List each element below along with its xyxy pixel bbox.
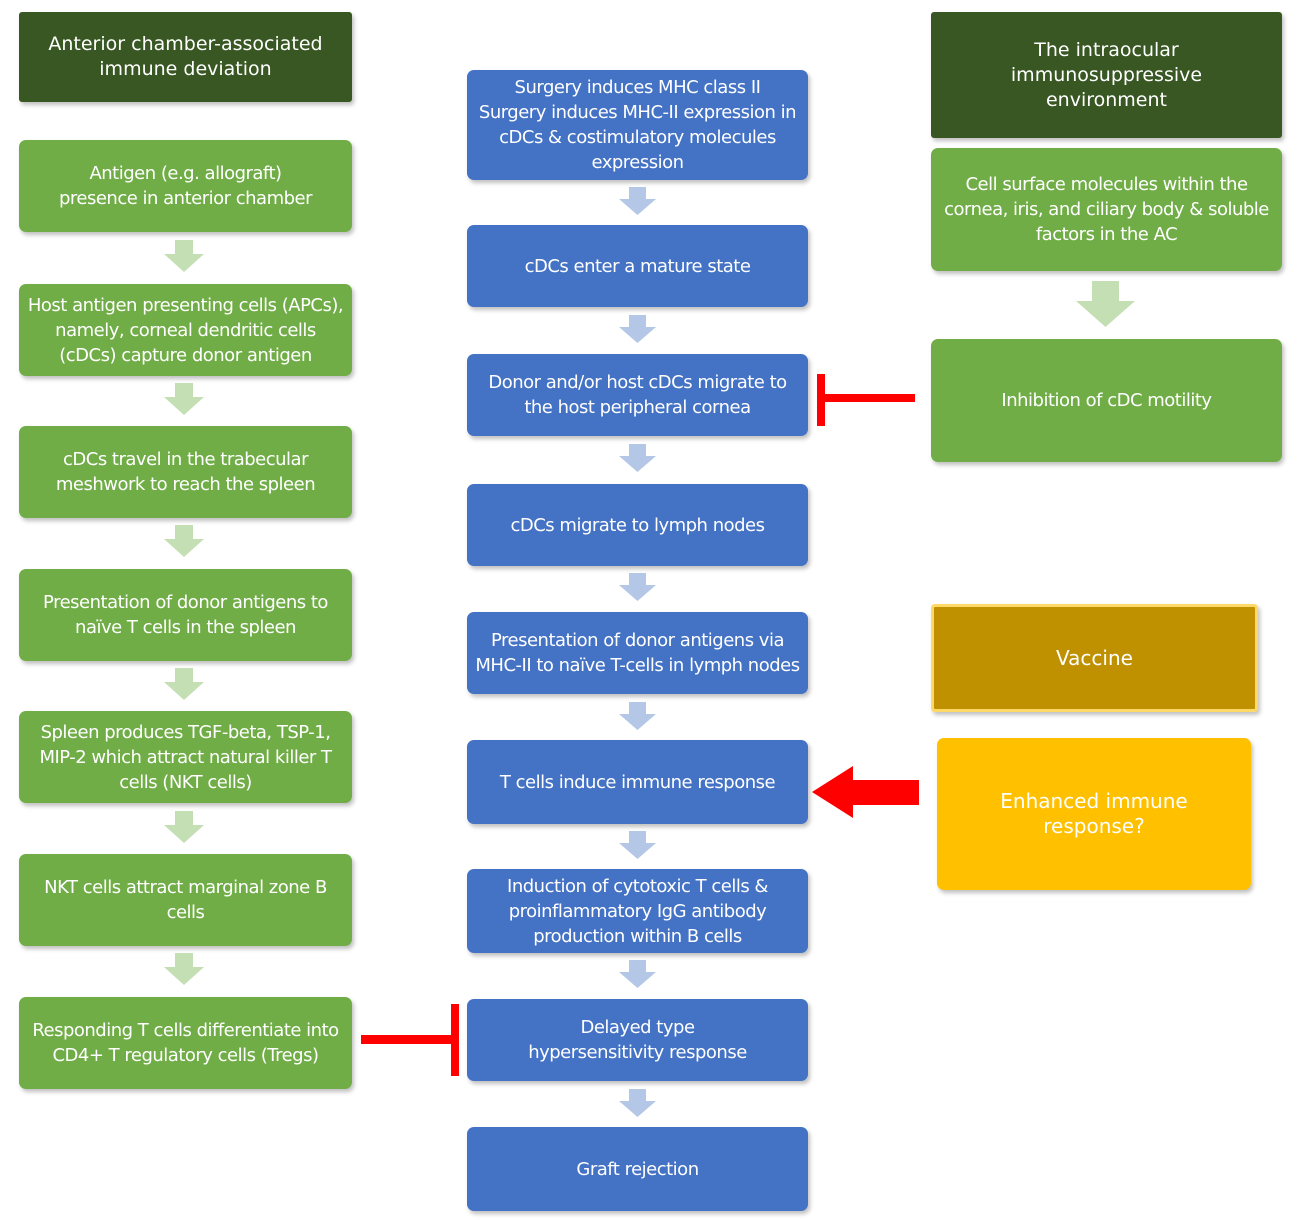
down-arrow <box>164 383 204 415</box>
down-arrow <box>619 573 656 601</box>
down-arrow <box>619 187 656 215</box>
left-step-antigen-presence: Antigen (e.g. allograft) presence in ant… <box>19 140 352 232</box>
center-step-presentation: Presentation of donor antigens via MHC-I… <box>467 612 808 694</box>
center-step-mature: cDCs enter a mature state <box>467 225 808 307</box>
acaid-header: Anterior chamber-associated immune devia… <box>19 12 352 102</box>
center-step-graft-rejection: Graft rejection <box>467 1127 808 1211</box>
down-arrow <box>619 1089 656 1117</box>
left-step-spleen-presentation: Presentation of donor antigens to naïve … <box>19 569 352 661</box>
vaccine-box: Vaccine <box>931 604 1258 712</box>
right-step-molecules: Cell surface molecules within the cornea… <box>931 148 1282 271</box>
right-down-arrow <box>1076 281 1135 327</box>
down-arrow <box>164 525 204 557</box>
center-step-immune-response: T cells induce immune response <box>467 740 808 824</box>
center-down-arrows <box>619 187 656 1117</box>
left-step-spleen-produces: Spleen produces TGF-beta, TSP-1, MIP-2 w… <box>19 711 352 803</box>
left-step-apc-capture: Host antigen presenting cells (APCs), na… <box>19 284 352 376</box>
down-arrow <box>619 960 656 988</box>
intraocular-header: The intraocular immunosuppressive enviro… <box>931 12 1282 138</box>
left-down-arrows <box>164 240 204 985</box>
down-arrow <box>619 444 656 472</box>
down-arrow <box>619 702 656 730</box>
center-step-cytotoxic: Induction of cytotoxic T cells & proinfl… <box>467 869 808 953</box>
red-left-arrow <box>812 766 919 818</box>
down-arrow <box>164 668 204 700</box>
down-arrow <box>164 953 204 985</box>
center-step-lymph: cDCs migrate to lymph nodes <box>467 484 808 566</box>
center-step-dth: Delayed type hypersensitivity response <box>467 999 808 1081</box>
left-step-trabecular: cDCs travel in the trabecular meshwork t… <box>19 426 352 518</box>
down-arrow <box>164 811 204 843</box>
inhibition-tbar-right <box>817 374 915 426</box>
inhibition-tbar-left <box>361 1004 459 1076</box>
down-arrow <box>619 831 656 859</box>
enhanced-response-box: Enhanced immune response? <box>937 738 1251 890</box>
down-arrow <box>619 315 656 343</box>
right-step-inhibition: Inhibition of cDC motility <box>931 339 1282 462</box>
down-arrow <box>164 240 204 272</box>
left-step-tregs: Responding T cells differentiate into CD… <box>19 997 352 1089</box>
center-step-migrate-cornea: Donor and/or host cDCs migrate to the ho… <box>467 354 808 436</box>
left-step-nkt: NKT cells attract marginal zone B cells <box>19 854 352 946</box>
center-step-surgery: Surgery induces MHC class II Surgery ind… <box>467 70 808 180</box>
